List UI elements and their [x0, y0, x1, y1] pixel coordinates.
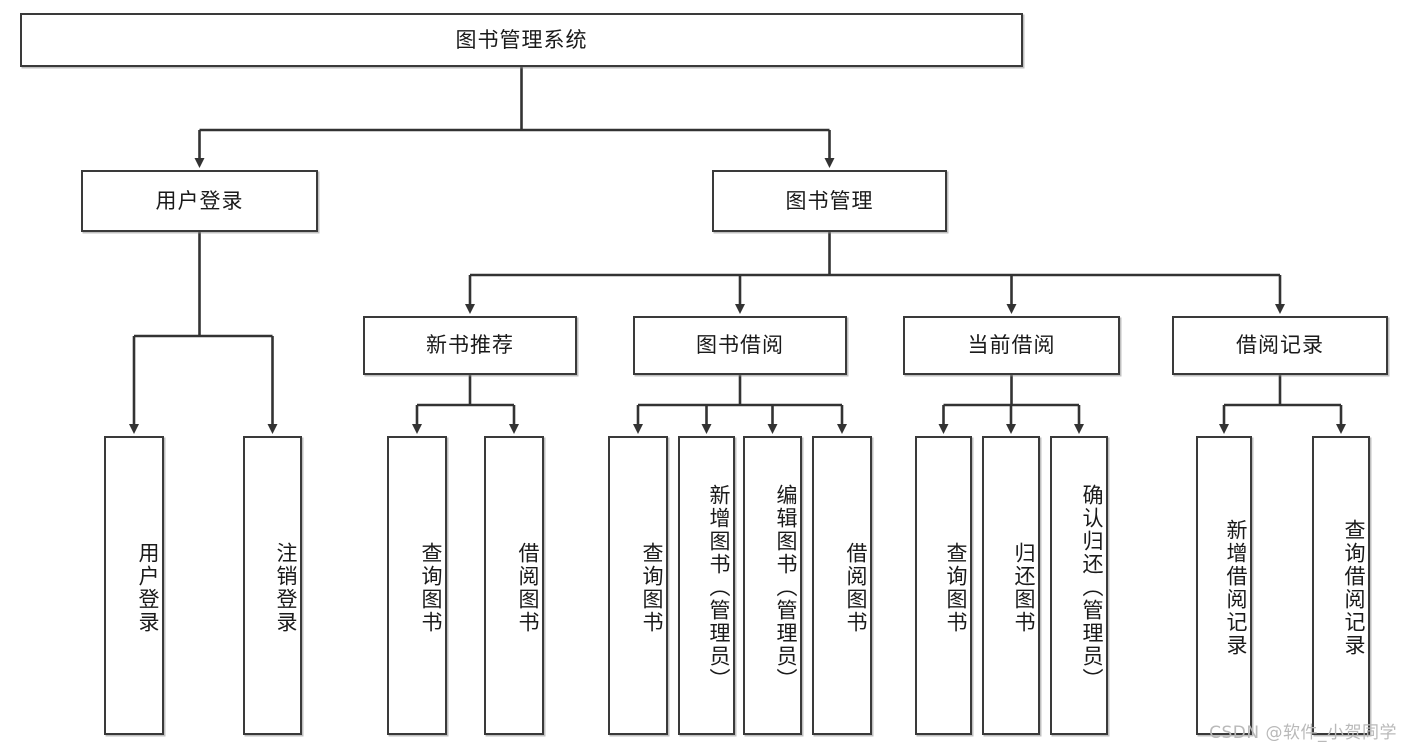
- node-current-borrow[interactable]: 当前借阅: [903, 316, 1120, 375]
- node-leaf-query-book-1[interactable]: 查询图书: [387, 436, 447, 735]
- node-leaf-query-record[interactable]: 查询借阅记录: [1312, 436, 1370, 735]
- node-label: 图书管理: [785, 188, 874, 213]
- node-label: 归还图书: [1012, 541, 1036, 634]
- node-label: 编辑图书（管理员）: [774, 484, 798, 691]
- node-label: 查询图书: [944, 541, 968, 634]
- node-label: 借阅图书: [844, 541, 868, 634]
- node-leaf-return-book[interactable]: 归还图书: [982, 436, 1040, 735]
- node-label: 查询图书: [419, 541, 443, 634]
- node-label: 注销登录: [274, 541, 298, 634]
- node-label: 借阅记录: [1236, 333, 1324, 358]
- node-label: 新增图书（管理员）: [707, 484, 731, 691]
- node-leaf-query-book-2[interactable]: 查询图书: [608, 436, 668, 735]
- node-new-book-rec[interactable]: 新书推荐: [363, 316, 577, 375]
- node-label: 图书借阅: [696, 333, 784, 358]
- node-label: 查询借阅记录: [1342, 518, 1366, 657]
- node-leaf-user-login[interactable]: 用户登录: [104, 436, 164, 735]
- node-leaf-query-book-3[interactable]: 查询图书: [915, 436, 972, 735]
- node-label: 查询图书: [640, 541, 664, 634]
- node-user-login[interactable]: 用户登录: [81, 170, 318, 232]
- node-label: 用户登录: [136, 541, 160, 634]
- node-leaf-add-book[interactable]: 新增图书（管理员）: [678, 436, 735, 735]
- node-label: 用户登录: [155, 188, 244, 213]
- node-label: 确认归还（管理员）: [1080, 484, 1104, 691]
- node-label: 当前借阅: [967, 333, 1056, 358]
- node-leaf-edit-book[interactable]: 编辑图书（管理员）: [743, 436, 802, 735]
- node-label: 新书推荐: [426, 333, 514, 358]
- node-leaf-add-record[interactable]: 新增借阅记录: [1196, 436, 1252, 735]
- node-leaf-confirm-return[interactable]: 确认归还（管理员）: [1050, 436, 1108, 735]
- node-leaf-borrow-book-2[interactable]: 借阅图书: [812, 436, 872, 735]
- node-book-manage[interactable]: 图书管理: [712, 170, 947, 232]
- node-label: 新增借阅记录: [1224, 518, 1248, 657]
- node-borrow-record[interactable]: 借阅记录: [1172, 316, 1388, 375]
- node-leaf-borrow-book-1[interactable]: 借阅图书: [484, 436, 544, 735]
- node-book-borrow[interactable]: 图书借阅: [633, 316, 847, 375]
- node-root[interactable]: 图书管理系统: [20, 13, 1023, 67]
- node-leaf-logout[interactable]: 注销登录: [243, 436, 302, 735]
- node-label: 借阅图书: [516, 541, 540, 634]
- node-label: 图书管理系统: [455, 27, 588, 52]
- watermark-text: CSDN @软件_小贺同学: [1209, 723, 1397, 743]
